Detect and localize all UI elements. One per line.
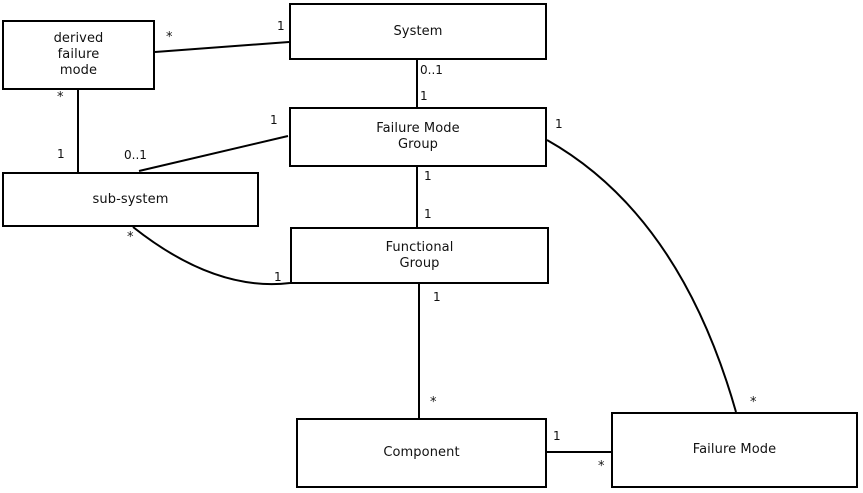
class-label-component: Component bbox=[383, 445, 460, 460]
multiplicity-sub-system-bottom: * bbox=[127, 230, 134, 245]
multiplicity-derived-failure-mode-system-source: * bbox=[166, 30, 173, 45]
class-box-sub-system[interactable]: sub-system bbox=[2, 172, 259, 227]
multiplicity-failure-mode-top: * bbox=[750, 395, 757, 410]
class-box-functional-group[interactable]: Functional Group bbox=[290, 227, 549, 284]
class-box-failure-mode[interactable]: Failure Mode bbox=[611, 412, 858, 488]
multiplicity-component-right: 1 bbox=[553, 429, 561, 443]
multiplicity-functional-group-bottom: 1 bbox=[433, 290, 441, 304]
class-box-derived-failure-mode[interactable]: derived failure mode bbox=[2, 20, 155, 90]
multiplicity-system-left: 1 bbox=[277, 19, 285, 33]
multiplicity-component-top: * bbox=[430, 395, 437, 410]
multiplicity-functional-group-top: 1 bbox=[424, 207, 432, 221]
multiplicity-sub-system-to-failure-mode-group-source: 0..1 bbox=[124, 148, 147, 162]
assoc-failure-mode-group-failure-mode bbox=[546, 139, 737, 413]
class-label-system: System bbox=[393, 23, 443, 39]
multiplicity-failure-mode-left: * bbox=[598, 459, 605, 474]
assoc-sub-system-failure-mode-group bbox=[138, 135, 289, 172]
assoc-derived-failure-mode-system bbox=[154, 41, 290, 53]
multiplicity-system-to-failure-mode-group-source: 0..1 bbox=[420, 63, 443, 77]
assoc-sub-system-functional-group bbox=[132, 226, 291, 286]
multiplicity-failure-mode-group-left: 1 bbox=[270, 113, 278, 127]
class-label-failure-mode: Failure Mode bbox=[692, 442, 777, 457]
class-box-system[interactable]: System bbox=[289, 3, 547, 60]
class-label-functional-group: Functional Group bbox=[385, 239, 454, 271]
multiplicity-failure-mode-group-top: 1 bbox=[420, 89, 428, 103]
multiplicity-failure-mode-group-right: 1 bbox=[555, 117, 563, 131]
multiplicity-functional-group-left: 1 bbox=[274, 270, 282, 284]
multiplicity-sub-system-top: 1 bbox=[57, 147, 65, 161]
class-label-sub-system: sub-system bbox=[92, 191, 169, 207]
class-box-failure-mode-group[interactable]: Failure Mode Group bbox=[289, 107, 547, 167]
multiplicity-derived-failure-mode-bottom: * bbox=[57, 90, 64, 105]
class-label-failure-mode-group: Failure Mode Group bbox=[376, 121, 460, 152]
multiplicity-failure-mode-group-bottom: 1 bbox=[424, 169, 432, 183]
class-label-derived-failure-mode: derived failure mode bbox=[53, 31, 104, 78]
class-box-component[interactable]: Component bbox=[296, 418, 547, 488]
